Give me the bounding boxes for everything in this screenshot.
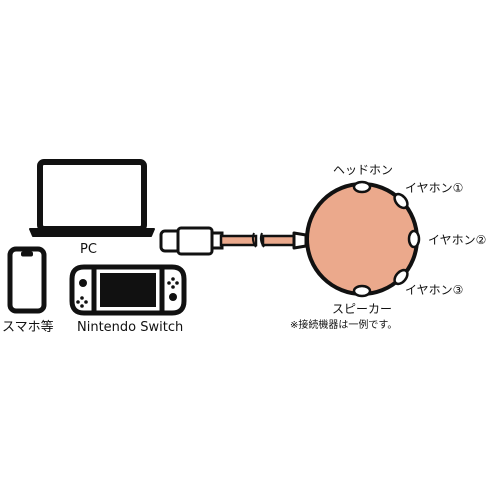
switch-label: Nintendo Switch bbox=[77, 320, 184, 335]
smartphone-icon bbox=[7, 246, 47, 314]
game-console-icon bbox=[69, 264, 187, 316]
earphone-1-port-label: イヤホン① bbox=[405, 181, 464, 195]
pc-label: PC bbox=[80, 242, 97, 257]
headphone-port-label: ヘッドホン bbox=[333, 163, 394, 177]
example-note: ※接続機器は一例です。 bbox=[290, 320, 398, 331]
cable-icon bbox=[210, 231, 308, 250]
earphone-2-port-label: イヤホン② bbox=[428, 233, 487, 247]
laptop-icon bbox=[29, 159, 155, 237]
speaker-port-label: スピーカー bbox=[332, 302, 393, 316]
usb-c-plug-icon bbox=[159, 226, 214, 256]
audio-hub-icon bbox=[305, 180, 421, 298]
earphone-3-port-label: イヤホン③ bbox=[405, 283, 464, 297]
smartphone-label: スマホ等 bbox=[2, 320, 54, 335]
